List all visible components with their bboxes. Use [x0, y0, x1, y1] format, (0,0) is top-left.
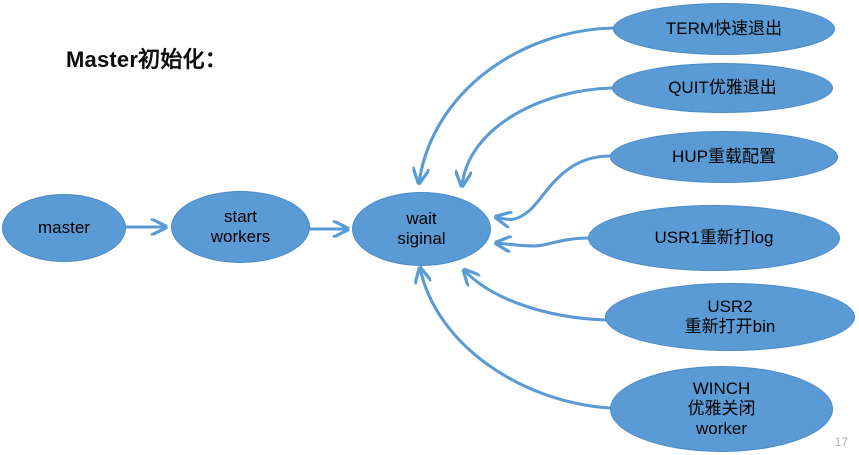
node-signal-term[interactable]: TERM快速退出 [613, 3, 835, 55]
edge-usr2-to-wait-signal [464, 270, 608, 322]
page-number: 17 [834, 435, 848, 449]
node-signal-usr2-label: USR2 重新打开bin [684, 296, 776, 336]
edge-hup-to-wait-signal [496, 154, 612, 220]
node-signal-winch-label: WINCH 优雅关闭 worker [687, 378, 756, 439]
page-title: Master初始化： [66, 47, 227, 72]
node-master[interactable]: master [2, 194, 126, 262]
node-signal-quit[interactable]: QUIT优雅退出 [612, 63, 833, 113]
edge-quit-to-wait-signal [462, 86, 614, 186]
edge-term-to-wait-signal [419, 26, 616, 183]
node-wait-signal-label: wait siginal [397, 208, 446, 248]
node-signal-hup[interactable]: HUP重载配置 [610, 131, 838, 183]
node-signal-usr1-label: USR1重新打log [654, 227, 774, 247]
node-master-label: master [38, 217, 90, 237]
edge-usr1-to-wait-signal [496, 238, 592, 246]
node-signal-usr2[interactable]: USR2 重新打开bin [605, 283, 855, 351]
node-signal-usr1[interactable]: USR1重新打log [588, 205, 840, 271]
node-wait-signal[interactable]: wait siginal [352, 192, 491, 266]
node-signal-quit-label: QUIT优雅退出 [668, 77, 777, 97]
node-signal-hup-label: HUP重载配置 [672, 146, 776, 166]
node-start-workers-label: start workers [210, 206, 271, 246]
node-start-workers[interactable]: start workers [171, 191, 310, 263]
node-signal-winch[interactable]: WINCH 优雅关闭 worker [610, 366, 833, 452]
node-signal-term-label: TERM快速退出 [665, 18, 783, 38]
edge-winch-to-wait-signal [420, 268, 612, 410]
